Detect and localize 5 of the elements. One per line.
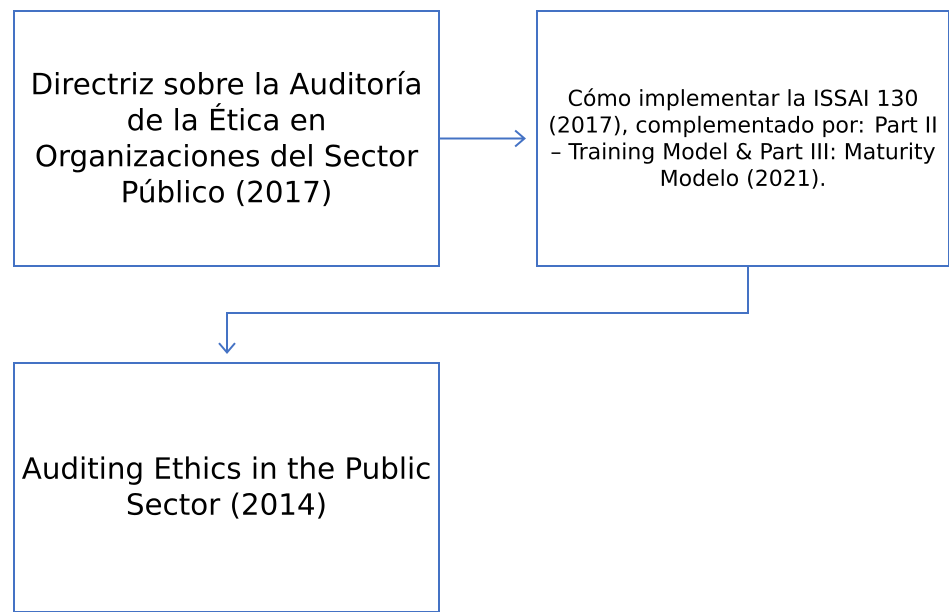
arrow xyxy=(218,267,749,354)
text-box: Cómo implementar la ISSAI 130 (2017), complementado por: Part II – Training Model & Part III: Maturity Modelo (2021). xyxy=(536,10,949,267)
text-box: Auditing Ethics in the Public Sector (2014) xyxy=(13,362,440,612)
arrow xyxy=(440,130,526,148)
text-box: Directriz sobre la Auditoría de la Ética en Organizaciones del Sector Público (2017) xyxy=(13,10,440,267)
